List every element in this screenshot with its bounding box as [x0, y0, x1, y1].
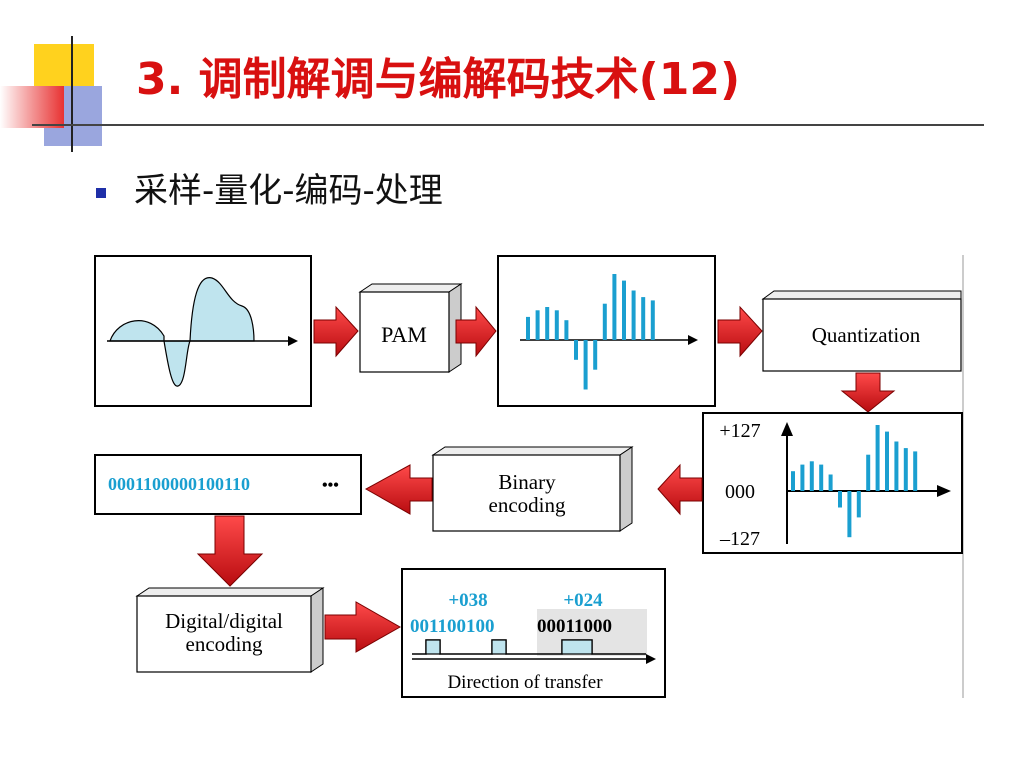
- transfer-direction-label: Direction of transfer: [447, 672, 603, 693]
- quantization-box: Quantization: [761, 290, 962, 372]
- binary-encoding-label-line1: Binary: [498, 470, 556, 494]
- analog-wave-fill: [109, 320, 165, 342]
- pam-sample-bar-7: [583, 340, 588, 390]
- quantized-sample-bar-1: [791, 471, 795, 491]
- quantized-sample-bar-5: [828, 474, 833, 491]
- transfer-box: +038 +024 001100100 00011000 Direction o…: [401, 568, 666, 698]
- binary-encoding-box: Binary encoding: [431, 446, 634, 532]
- bit-stream-box: 0001100000100110 •••: [94, 454, 362, 515]
- digital-encoding-box: Digital/digital encoding: [135, 587, 325, 673]
- pam-sample-bar-1: [526, 316, 530, 340]
- pam-sample-bar-14: [650, 300, 655, 340]
- arrow-right-3: [717, 305, 763, 358]
- pam-sample-bar-12: [631, 290, 636, 340]
- pam-sample-bar-11: [622, 280, 626, 340]
- quantized-sample-bar-4: [819, 464, 824, 491]
- corner-decoration: [0, 0, 984, 160]
- bit-stream-ellipsis: •••: [322, 477, 339, 494]
- pam-sample-bar-10: [612, 274, 617, 340]
- binary-encoding-label-line2: encoding: [489, 493, 566, 517]
- transfer-value-a: +038: [448, 590, 487, 611]
- quantized-sample-bar-12: [894, 441, 899, 491]
- quant-axis-mid: 000: [725, 481, 755, 503]
- pam-sample-bar-13: [641, 297, 646, 340]
- pam-label: PAM: [381, 322, 427, 347]
- pam-sample-bar-9: [602, 303, 607, 340]
- pam-samples-box: [497, 255, 716, 407]
- quantized-sample-bars: [791, 425, 918, 538]
- quantized-sample-bar-11: [885, 431, 889, 491]
- transfer-bits-a: 001100100: [410, 616, 494, 637]
- pam-box: PAM: [358, 283, 463, 373]
- pam-sample-bar-4: [554, 310, 559, 340]
- quantized-sample-bar-14: [913, 451, 918, 491]
- pam-sample-bar-3: [545, 307, 550, 340]
- quant-axis-top: +127: [719, 420, 760, 442]
- bullet-marker: [96, 188, 106, 198]
- slide-title: 3. 调制解调与编解码技术(12): [136, 54, 741, 105]
- quantized-sample-bar-7: [847, 491, 852, 538]
- pam-sample-bar-8: [593, 340, 598, 370]
- quant-axis-bottom: –127: [719, 528, 760, 550]
- arrow-down-2: [196, 515, 264, 587]
- quantized-samples-box: +127 000 –127: [702, 412, 963, 554]
- pam-sample-bar-5: [564, 320, 569, 340]
- quantized-sample-bar-10: [875, 425, 880, 491]
- arrow-left-1: [657, 463, 703, 516]
- vertical-line: [71, 36, 73, 152]
- digital-encoding-label-line2: encoding: [186, 632, 263, 656]
- analog-signal-box: [94, 255, 312, 407]
- arrow-left-2: [364, 464, 433, 515]
- pam-sample-bar-6: [574, 340, 578, 360]
- arrow-right-2: [455, 305, 497, 358]
- transfer-bits-b: 00011000: [537, 616, 612, 637]
- transfer-value-b: +024: [563, 590, 603, 611]
- quantized-sample-bar-13: [903, 448, 908, 491]
- quantized-sample-bar-2: [800, 464, 805, 491]
- quantized-sample-bar-9: [866, 454, 871, 491]
- digital-encoding-label-line1: Digital/digital: [165, 609, 283, 633]
- red-bar: [0, 86, 64, 128]
- bit-stream-value: 0001100000100110: [108, 474, 250, 494]
- quantized-sample-bar-6: [838, 491, 842, 508]
- arrow-right-4: [324, 601, 402, 653]
- quantized-sample-bar-3: [809, 461, 814, 491]
- pam-sample-bars: [526, 274, 655, 390]
- arrow-right-1: [313, 305, 359, 358]
- bullet-text: 采样-量化-编码-处理: [134, 171, 443, 211]
- arrow-down-1: [840, 372, 896, 413]
- quantized-sample-bar-8: [856, 491, 861, 518]
- horizontal-rule: [32, 124, 984, 126]
- pam-sample-bar-2: [535, 310, 540, 340]
- quantization-label: Quantization: [812, 323, 921, 347]
